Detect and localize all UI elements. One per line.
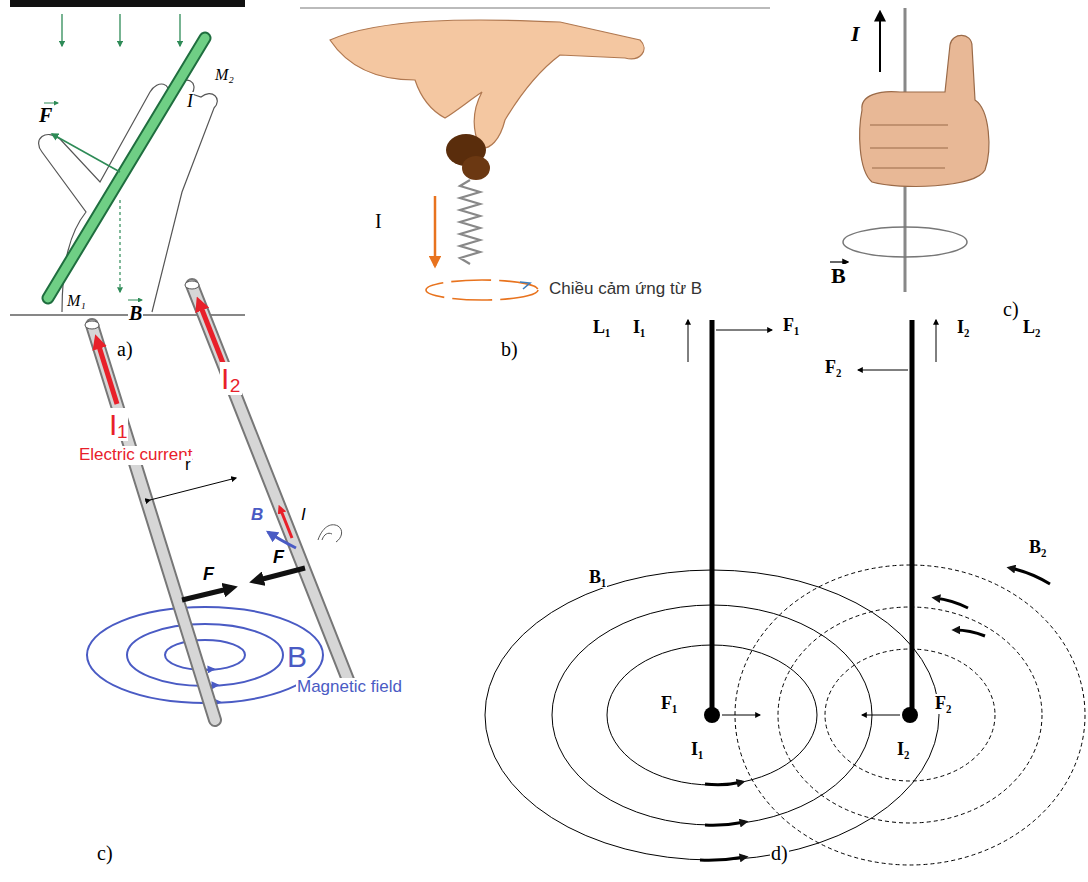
current-label: I₁ — [690, 740, 704, 760]
panel-d — [485, 320, 1085, 865]
panel-b — [300, 8, 770, 300]
force-label: F₁ — [660, 694, 678, 714]
panel-letter: a) — [116, 338, 134, 360]
panel-letter: d) — [770, 842, 789, 864]
caption-text: Magnetic field — [296, 678, 403, 697]
current-label: I — [850, 22, 861, 46]
wire-label: L₂ — [1022, 318, 1041, 338]
force-label: F — [38, 104, 53, 126]
field-label: B — [830, 264, 847, 288]
panel-letter: c) — [96, 842, 114, 864]
force-label: F₂ — [824, 358, 842, 378]
force-label: F — [202, 565, 215, 585]
current-label: I₂ — [956, 318, 970, 338]
field-direction-caption: Chiều cảm ứng từ B — [548, 280, 703, 299]
field-label: B — [286, 640, 308, 673]
current-label: I — [374, 210, 383, 232]
panel-c-bottom — [85, 281, 352, 720]
wire-label: L₁ — [592, 318, 611, 338]
field-label: B — [250, 506, 264, 525]
field-label: B₂ — [1028, 538, 1047, 558]
current-label: I₁ — [632, 318, 646, 338]
current-label: I — [186, 92, 194, 112]
distance-label: r — [184, 456, 192, 475]
panel-letter: c) — [1002, 298, 1020, 320]
current-label: I₁ — [108, 408, 128, 441]
force-label: F — [272, 548, 285, 568]
field-label: B — [128, 302, 143, 324]
point-label: M₁ — [66, 292, 87, 310]
force-label: F₁ — [782, 316, 800, 336]
current-label: I — [300, 506, 307, 525]
force-label: F₂ — [934, 694, 952, 714]
panel-c-top — [830, 8, 989, 292]
point-label: M₂ — [214, 66, 235, 84]
panel-letter: b) — [500, 338, 519, 360]
current-label: I₂ — [896, 740, 910, 760]
field-label: B₁ — [588, 568, 607, 588]
current-label: I₂ — [220, 362, 242, 395]
panel-a — [10, 0, 245, 315]
caption-text: Electric current — [78, 446, 193, 465]
